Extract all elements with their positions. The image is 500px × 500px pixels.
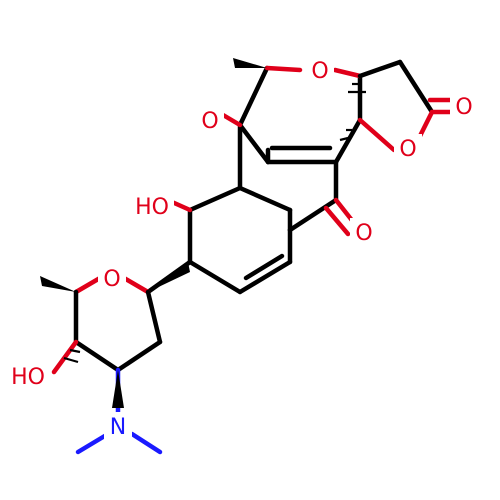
bond xyxy=(357,59,403,79)
bond xyxy=(187,185,243,213)
bond xyxy=(237,185,293,213)
bond xyxy=(357,117,397,153)
label-background xyxy=(6,362,50,390)
sugar-ring-oxygen-label: O xyxy=(103,267,120,292)
bond xyxy=(243,253,285,281)
bond xyxy=(73,275,103,295)
label-background xyxy=(196,106,224,134)
label-background xyxy=(130,192,174,220)
aromatic-hydroxyl-label: HO xyxy=(135,195,169,220)
bond xyxy=(121,275,151,295)
hash-bond xyxy=(63,356,79,364)
label-background xyxy=(98,264,126,292)
label-background xyxy=(306,56,334,84)
bond xyxy=(115,339,163,373)
bond xyxy=(264,65,303,73)
hash-bond xyxy=(69,348,81,354)
quinone-top-oxygen-label: O xyxy=(201,109,218,134)
sugar-hydroxyl-label: HO xyxy=(11,365,45,390)
bond xyxy=(237,122,271,165)
bond xyxy=(145,289,163,345)
stereo-layer xyxy=(40,58,366,408)
label-background xyxy=(450,92,480,120)
label-background xyxy=(104,412,132,440)
amine-nitrogen-label: N xyxy=(110,415,126,440)
wedge-bond xyxy=(148,262,190,292)
lactone-carbonyl-oxygen-label: O xyxy=(455,95,472,120)
label-background xyxy=(394,134,422,162)
wedge-bond xyxy=(40,276,76,292)
hash-bond xyxy=(339,136,349,142)
bond xyxy=(51,339,79,375)
lactone-ring-oxygen-label: O xyxy=(399,137,416,162)
bond xyxy=(237,65,270,128)
atom-label-layer: O O O O O HO O HO N xyxy=(6,56,480,440)
label-background xyxy=(350,218,378,246)
bond xyxy=(169,199,193,213)
bond xyxy=(187,259,243,295)
wedge-bond xyxy=(112,370,124,408)
bond xyxy=(332,67,363,79)
bond xyxy=(333,117,363,165)
bond xyxy=(287,197,339,233)
quinone-bottom-oxygen-label: O xyxy=(355,221,372,246)
bond xyxy=(397,59,435,115)
bond xyxy=(323,205,351,237)
bond-layer xyxy=(51,59,455,455)
bond xyxy=(237,259,293,295)
wedge-bond xyxy=(233,58,267,68)
pyran-oxygen-label: O xyxy=(311,59,328,84)
bond xyxy=(75,431,111,455)
bond xyxy=(129,431,163,455)
bond xyxy=(73,339,121,373)
